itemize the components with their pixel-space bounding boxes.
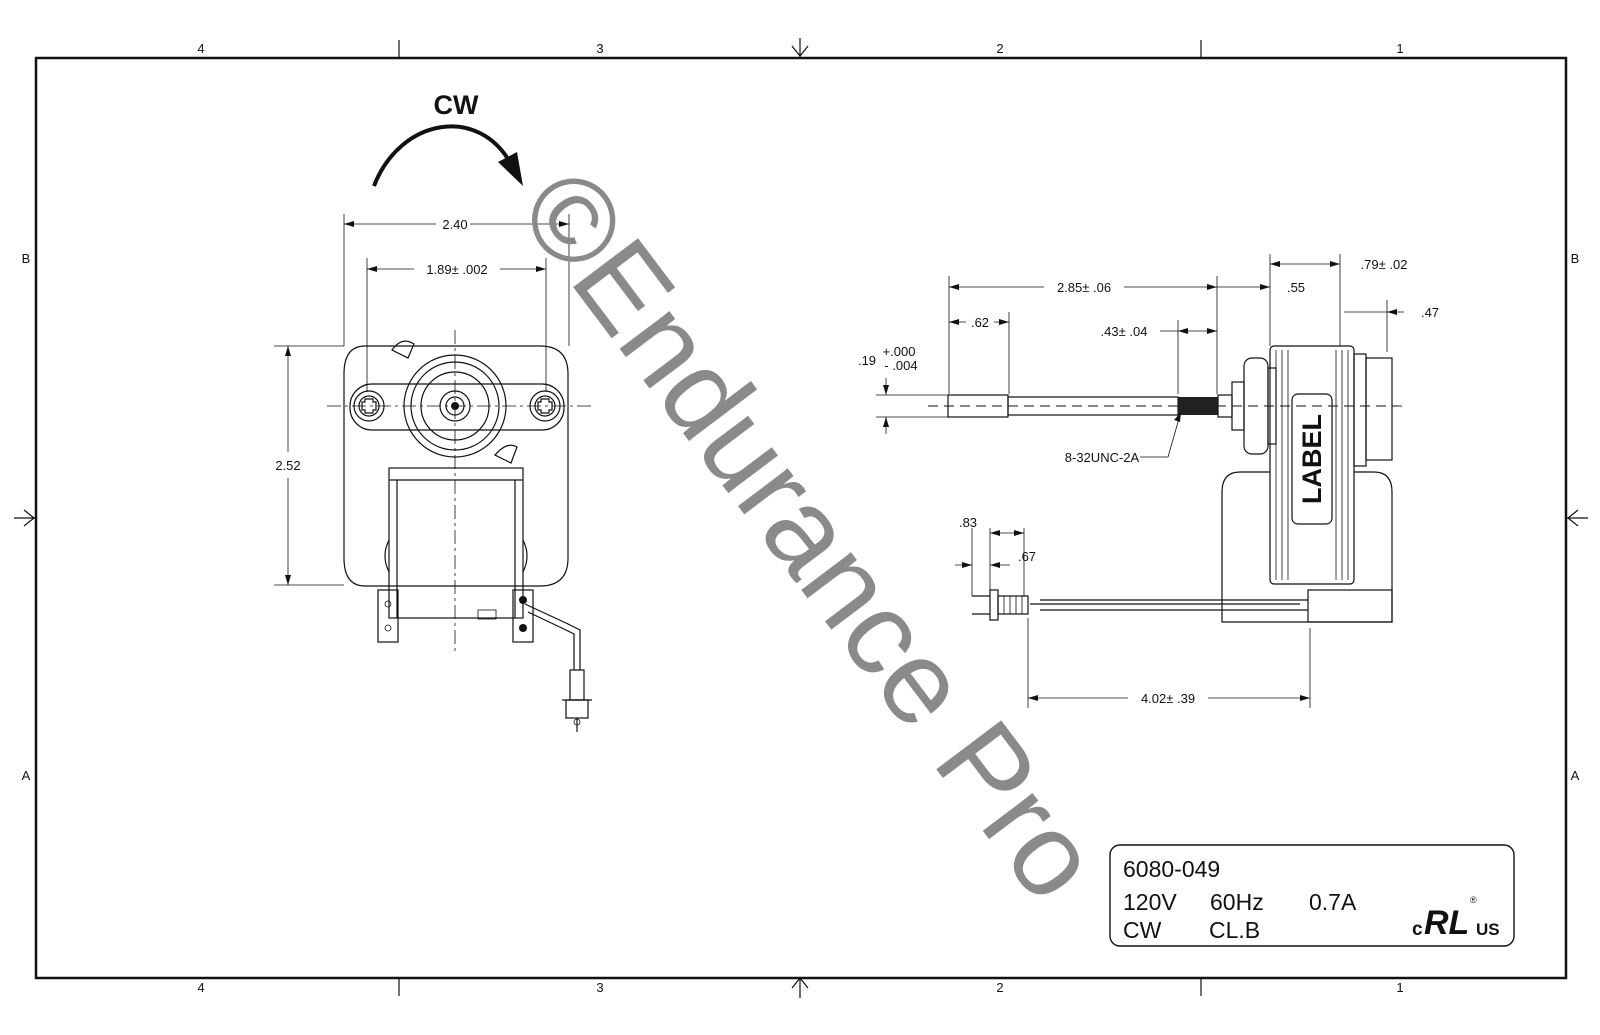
dim-width-overall: 2.40: [442, 217, 467, 232]
dim-shaft-tol-minus: - .004: [884, 358, 917, 373]
dim-thread: .43± .04: [1101, 324, 1148, 339]
ul-cert-us: US: [1476, 920, 1500, 939]
dim-collar: .55: [1287, 280, 1305, 295]
dim-flat: .62: [971, 315, 989, 330]
thread-callout: 8-32UNC-2A: [1065, 450, 1140, 465]
front-view: [327, 330, 592, 732]
rotation-label: CW: [434, 90, 479, 120]
dim-bearing: .79± .02: [1361, 257, 1408, 272]
dim-hole-spacing: 1.89± .002: [426, 262, 487, 277]
current: 0.7A: [1309, 889, 1357, 915]
zone-col-4-bottom: 4: [197, 980, 204, 995]
rotation-arrowhead: [498, 152, 523, 186]
ul-cert-mark: RL: [1424, 904, 1469, 942]
zone-col-2-top: 2: [996, 41, 1003, 56]
dim-shaft-dia: .19: [858, 353, 876, 368]
ul-cert-c: c: [1412, 919, 1423, 940]
dim-plug-b: .67: [1018, 549, 1036, 564]
front-view-dimensions: [274, 214, 570, 586]
frequency: 60Hz: [1210, 889, 1264, 915]
zone-row-b-left: B: [22, 251, 31, 266]
voltage: 120V: [1123, 889, 1177, 915]
dim-end: .47: [1421, 305, 1439, 320]
dim-shaft-tol-plus: +.000: [883, 344, 916, 359]
zone-col-2-bottom: 2: [996, 980, 1003, 995]
zone-col-1-bottom: 1: [1396, 980, 1403, 995]
zone-col-3-top: 3: [596, 41, 603, 56]
rotation-arrow: [372, 124, 514, 187]
ul-cert-logo: c RL US ®: [1412, 895, 1500, 942]
side-view: [928, 345, 1405, 623]
side-view-dimensions: [876, 254, 1404, 708]
centering-arrows: [14, 38, 1588, 998]
rotation: CW: [1123, 917, 1162, 943]
part-number: 6080-049: [1123, 856, 1220, 882]
zone-col-4-top: 4: [197, 41, 204, 56]
dim-shaft-length: 2.85± .06: [1057, 280, 1111, 295]
zone-col-3-bottom: 3: [596, 980, 603, 995]
zone-row-a-left: A: [22, 768, 31, 783]
zone-row-a-right: A: [1571, 768, 1580, 783]
ul-cert-reg: ®: [1470, 895, 1477, 905]
insulation-class: CL.B: [1209, 917, 1260, 943]
zone-col-1-top: 1: [1396, 41, 1403, 56]
dim-height: 2.52: [275, 458, 300, 473]
nameplate-box: [1109, 844, 1515, 947]
zone-row-b-right: B: [1571, 251, 1580, 266]
zone-ticks: [398, 40, 1202, 996]
motor-label-text: LABEL: [1297, 414, 1327, 504]
dim-plug-a: .83: [959, 515, 977, 530]
dim-lead-length: 4.02± .39: [1141, 691, 1195, 706]
watermark: ©Endurance Pro: [494, 146, 1125, 924]
